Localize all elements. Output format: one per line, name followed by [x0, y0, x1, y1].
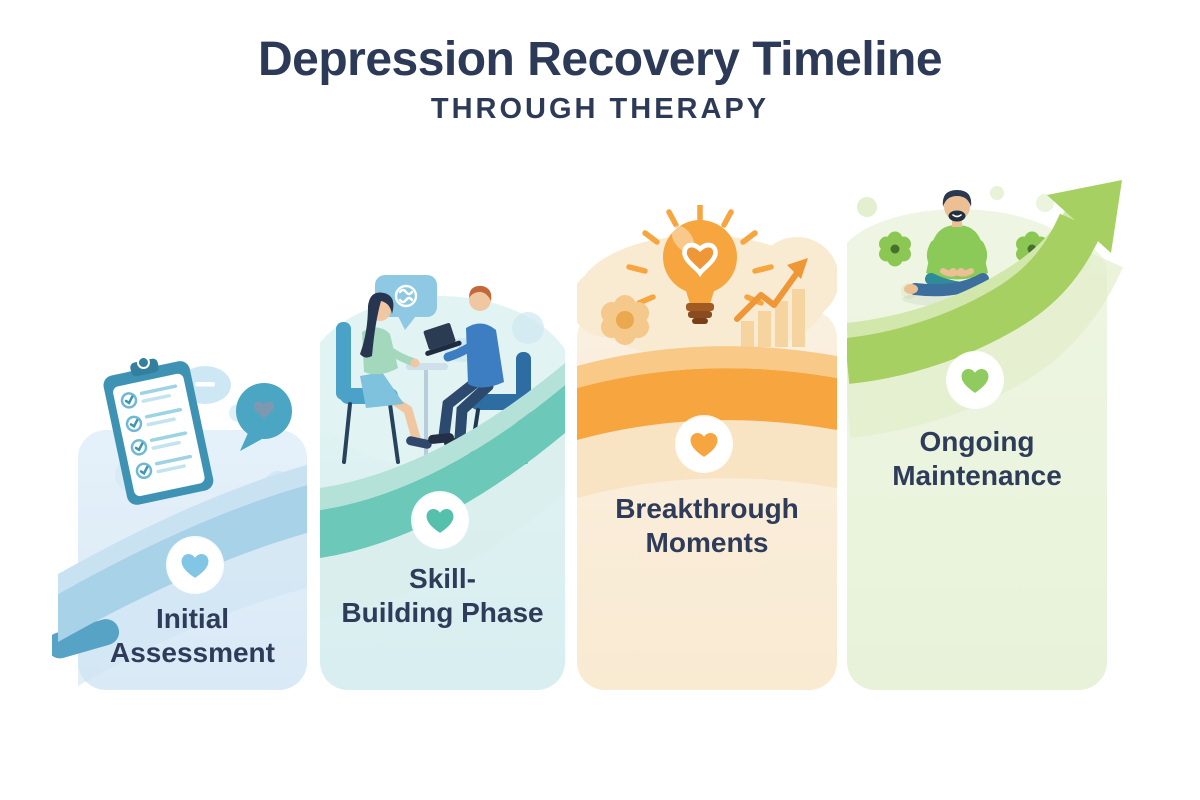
clipboard-checklist-icon	[103, 356, 214, 505]
stage-label-line: Moments	[645, 527, 769, 559]
stage-skill-building: Skill- Building Phase	[320, 275, 565, 690]
laptop-icon	[423, 323, 462, 356]
stage-label-line: Building Phase	[341, 597, 544, 629]
growth-arrow-head	[1047, 180, 1122, 253]
stage-label-line: Assessment	[110, 637, 275, 669]
stage-label: Breakthrough Moments	[577, 492, 837, 560]
leaf-blob	[990, 186, 1004, 200]
stage-label-line: Ongoing	[919, 426, 1035, 457]
stage-label-line: Breakthrough	[615, 493, 799, 524]
header: Depression Recovery Timeline THROUGH THE…	[0, 33, 1200, 126]
stage-label-line: Skill-	[409, 563, 476, 594]
client-figure	[336, 292, 432, 464]
growth-chart-icon	[734, 258, 808, 347]
stage-breakthrough: Breakthrough Moments	[577, 205, 837, 690]
recovery-arrow-ribbon	[847, 180, 1123, 438]
page-subtitle: THROUGH THERAPY	[430, 92, 770, 125]
page-title: Depression Recovery Timeline	[257, 33, 943, 86]
stage-initial-assessment: Initial Assessment	[52, 356, 307, 690]
stage-label: Initial Assessment	[78, 602, 307, 670]
stage-label: Ongoing Maintenance	[847, 425, 1107, 493]
flower-icon	[601, 295, 649, 345]
heart-badge-icon	[413, 493, 467, 547]
stage-deco	[577, 205, 837, 359]
heart-badge-icon	[677, 417, 731, 471]
leaf-blob	[857, 197, 877, 217]
bubble-blob	[512, 312, 544, 344]
heart-badge-icon	[168, 538, 222, 592]
stage-ongoing-maintenance: Ongoing Maintenance	[847, 180, 1123, 690]
checklist-rows	[120, 384, 193, 480]
flower-blob-icon	[879, 231, 911, 267]
heart-badge-icon	[948, 353, 1002, 407]
speech-bubble-heart-icon	[236, 383, 292, 451]
stage-label: Skill- Building Phase	[320, 562, 565, 630]
stage-label-line: Maintenance	[892, 460, 1062, 492]
leaf-blob	[1036, 194, 1054, 212]
stage-label-line: Initial	[155, 603, 230, 634]
recovery-ribbon	[577, 346, 837, 498]
